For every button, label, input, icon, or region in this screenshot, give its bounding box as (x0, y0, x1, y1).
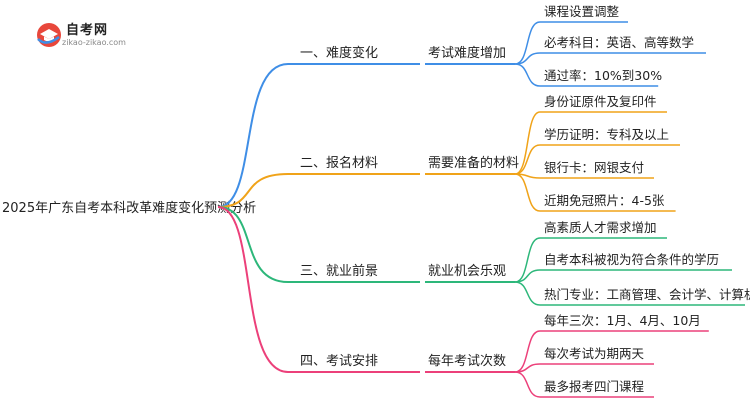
leaf-connector (514, 173, 541, 212)
graduation-cap-icon (37, 23, 61, 47)
branch-4: 四、考试安排 每年考试次数 每年三次：1月、4月、10月每次考试为期两天最多报考四门… (217, 206, 709, 398)
leaf-label: 热门专业：工商管理、会计学、计算机科学 (544, 287, 750, 302)
leaf-label: 课程设置调整 (544, 4, 620, 19)
subtopic-label: 就业机会乐观 (428, 264, 506, 279)
leaf-connector (514, 144, 541, 175)
leaf-label: 银行卡：网银支付 (544, 160, 644, 175)
branch-connector (217, 63, 289, 208)
subtopic-label: 每年考试次数 (428, 353, 506, 369)
leaf-label: 每年三次：1月、4月、10月 (544, 313, 701, 328)
branch-1: 一、难度变化 考试难度增加 课程设置调整必考科目：英语、高等数学通过率：10%到30… (217, 4, 706, 208)
logo-title: 自考网 (66, 23, 109, 38)
topic-label: 四、考试安排 (300, 354, 378, 369)
leaf-label: 通过率：10%到30% (544, 68, 662, 83)
leaf-connector (514, 281, 541, 306)
subtopic-label: 考试难度增加 (428, 45, 506, 61)
leaf-connector (514, 237, 541, 283)
leaf-connector (514, 371, 541, 398)
leaf-connector (514, 111, 541, 175)
leaf-connector (514, 63, 541, 87)
leaf-label: 最多报考四门课程 (544, 379, 645, 394)
leaf-label: 高素质人才需求增加 (544, 220, 657, 235)
topic-label: 一、难度变化 (300, 45, 378, 61)
logo-url: zikao-zikao.com (62, 38, 126, 47)
leaf-label: 必考科目：英语、高等数学 (544, 35, 694, 50)
leaf-label: 近期免冠照片：4-5张 (544, 193, 665, 208)
branch-3: 三、就业前景 就业机会乐观 高素质人才需求增加自考本科被视为符合条件的学历热门专业：… (217, 206, 750, 306)
leaf-label: 自考本科被视为符合条件的学历 (544, 252, 719, 267)
branch-connector (217, 173, 289, 208)
leaf-label: 学历证明：专科及以上 (544, 127, 669, 142)
leaf-label: 身份证原件及复印件 (544, 94, 657, 109)
leaf-connector (514, 330, 541, 373)
branch-2: 二、报名材料 需要准备的材料 身份证原件及复印件学历证明：专科及以上银行卡：网银支付… (217, 94, 680, 212)
topic-label: 三、就业前景 (300, 263, 378, 279)
subtopic-label: 需要准备的材料 (428, 155, 519, 171)
leaf-connector (514, 21, 541, 65)
topic-label: 二、报名材料 (300, 155, 378, 171)
branch-connector (217, 206, 289, 283)
branch-connector (217, 206, 289, 373)
site-logo[interactable]: 自考网 zikao-zikao.com (34, 16, 174, 56)
leaf-label: 每次考试为期两天 (544, 346, 645, 361)
root-topic: 2025年广东自考本科改革难度变化预测分析 (2, 200, 256, 216)
